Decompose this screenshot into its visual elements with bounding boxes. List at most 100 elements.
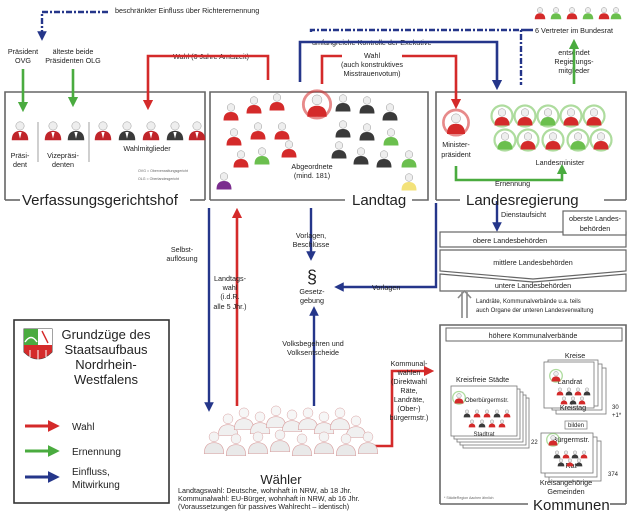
stadtrat-figure xyxy=(503,409,511,418)
praesident-figure xyxy=(11,121,29,141)
selbstaufloesung-line2: auflösung xyxy=(166,254,197,263)
landesminister-figure xyxy=(493,128,517,152)
legend-ernennung: Ernennung xyxy=(72,447,121,458)
oberbuergermeister-figure xyxy=(452,390,466,405)
waehler-line1: Landtagswahl: Deutsche, wohnhaft in NRW,… xyxy=(178,486,352,495)
vorlagen-text: Vorlagen xyxy=(372,283,400,292)
stadtrat-figure xyxy=(473,409,481,418)
legend-einfluss-line2: Mitwirkung xyxy=(72,480,120,491)
gesetzgebung-line2: gebung xyxy=(300,296,324,305)
abgeordneter-figure xyxy=(331,141,347,159)
abgeordneter-figure xyxy=(359,123,375,141)
landrat-figure xyxy=(549,368,563,383)
waehler-figure xyxy=(281,409,303,433)
waehler-figure xyxy=(313,411,335,435)
selbstaufloesung-line1: Selbst- xyxy=(171,245,194,254)
waehler-figure xyxy=(335,433,357,457)
verwaltung-stack xyxy=(439,210,627,292)
vgh-figures xyxy=(11,121,206,141)
kreistag-figure xyxy=(565,387,573,396)
wahl-misstrauen-line2: (auch konstruktives xyxy=(341,60,403,69)
kreisfreie-text: Kreisfreie Städte xyxy=(456,375,509,384)
kreise-stack xyxy=(543,359,607,415)
landtag-title: Landtag xyxy=(352,192,406,209)
waehler-figure xyxy=(313,431,335,455)
legend-title-line1: Grundzüge des xyxy=(62,327,151,342)
waehler-figure xyxy=(233,407,255,431)
waehler-title: Wähler xyxy=(260,472,302,487)
praesident-ovg-line2: OVG xyxy=(15,56,31,65)
waehler-figure xyxy=(203,431,225,455)
landtag-figures xyxy=(216,89,417,191)
abgeordneter-figure xyxy=(216,172,232,190)
kommunen-title: Kommunen xyxy=(533,497,610,512)
abgeordneter-figure xyxy=(376,150,392,168)
kreisangehoerige-line2: Gemeinden xyxy=(547,487,584,496)
volksbegehren-line1: Volksbegehren und xyxy=(282,339,344,348)
bundesrat-vertreter-figure xyxy=(582,7,594,20)
wahl-misstrauen-arrow xyxy=(320,54,456,105)
aelteste-line1: älteste beide xyxy=(53,47,94,56)
wahl-misstrauen-line3: Misstrauenvotum) xyxy=(343,69,400,78)
box-kommunen xyxy=(439,324,627,505)
ernennung-minister-arrow xyxy=(454,163,568,182)
aelteste-line2: Präsidenten OLG xyxy=(45,56,101,65)
stadtrat-figure xyxy=(463,409,471,418)
regierung-title: Landesregierung xyxy=(466,192,579,209)
vorlagen-beschluesse-line1: Vorlagen, xyxy=(296,231,326,240)
einfluss-richter-text: beschränkter Einfluss über Richterernenn… xyxy=(115,6,259,15)
vize-figure xyxy=(44,121,62,141)
kommunalwahl-arrow xyxy=(368,365,435,448)
landtagswahl-line3: (i.d.R. xyxy=(220,292,239,301)
rat-figure xyxy=(571,450,579,459)
kommunalwahlen-line6: (Ober-) xyxy=(397,404,420,413)
waehler-figure xyxy=(249,411,271,435)
kreistag-text: Kreistag xyxy=(560,403,586,412)
kontrolle-arrow xyxy=(298,40,503,91)
buergermeister-figure xyxy=(546,432,560,447)
stadtrat-figure xyxy=(493,409,501,418)
vize-figure xyxy=(67,121,85,141)
kommunal-note-line2: auch Organe der unteren Landesverwaltung xyxy=(476,308,593,314)
wahlmitglied-figure xyxy=(188,121,206,141)
landtagswahl-line4: alle 5 Jhr.) xyxy=(213,302,246,311)
landesminister-text: Landesminister xyxy=(536,158,585,167)
abgeordneter-figure xyxy=(223,103,239,121)
bundesrat-vertreter-figure xyxy=(550,7,562,20)
rat-figure xyxy=(562,450,570,459)
buergermstr-text: Bürgermstr. xyxy=(552,435,589,444)
landesminister-figure xyxy=(582,104,606,128)
legend-einfluss-line1: Einfluss, xyxy=(72,467,110,478)
vgh-vize-line1: Vizepräsi- xyxy=(47,151,79,160)
waehler-line3: (Voraussetzungen für passives Wahlrecht … xyxy=(178,502,349,511)
abgeordneter-figure xyxy=(353,147,369,165)
abgeordnete-line2: (mind. 181) xyxy=(294,171,330,180)
abgeordneter-figure xyxy=(383,128,399,146)
landesminister-figure xyxy=(589,128,613,152)
box-landesregierung xyxy=(435,91,627,201)
waehler-figure xyxy=(291,433,313,457)
abgeordnete-line1: Abgeordnete xyxy=(291,162,332,171)
abgeordneter-figure xyxy=(382,103,398,121)
landtagswahl-line1: Landtags- xyxy=(214,274,247,283)
waehler-figures xyxy=(203,405,379,457)
bilden-text: bilden xyxy=(568,423,584,429)
rat-figure xyxy=(557,458,565,467)
landtagspraesident-figure xyxy=(301,89,333,120)
kommunen-footnote: * StädteRegion Aachen ähnlich xyxy=(444,496,494,500)
oberste-line1: oberste Landes- xyxy=(569,214,622,223)
kommunen-figures xyxy=(452,368,591,467)
mp-line2: präsident xyxy=(441,150,471,159)
kreistag-figure xyxy=(560,396,568,405)
gesetzgebung-line1: Gesetz- xyxy=(299,287,325,296)
waehler-figure xyxy=(265,405,287,429)
ministerpraesident-figure xyxy=(442,108,470,137)
volksbegehren-line2: Volksentscheide xyxy=(287,348,339,357)
num-30: 30 xyxy=(612,405,619,411)
abgeordneter-figure xyxy=(401,173,417,191)
landesminister-figure xyxy=(566,128,590,152)
kreisangehoerige-line1: Kreisangehörige xyxy=(540,478,592,487)
wahlmitglied-figure xyxy=(94,121,112,141)
abgeordneter-figure xyxy=(226,128,242,146)
